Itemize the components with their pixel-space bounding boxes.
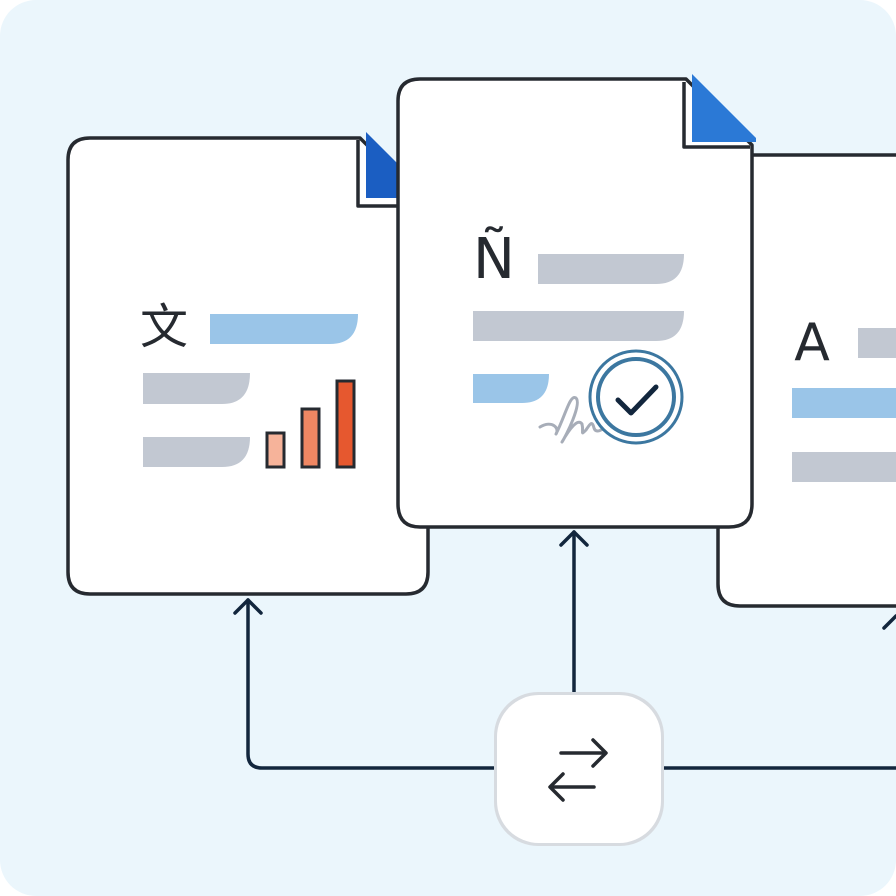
document-center-fold: [692, 74, 756, 142]
document-center-line-2: [473, 311, 684, 341]
document-right-line-3: [792, 452, 896, 482]
document-center: Ñ: [396, 74, 756, 529]
document-center-line-3: [473, 374, 549, 403]
connectors: [233, 530, 896, 770]
document-left-line-1: [210, 314, 358, 344]
arrowhead-center-document: [559, 530, 589, 547]
document-right: A: [716, 153, 896, 608]
document-right-line-1: [858, 328, 896, 358]
chart-bar-2: [300, 407, 321, 469]
swap-arrows-icon: [548, 738, 608, 802]
document-left: 文: [66, 132, 430, 596]
bar-chart-icon: [265, 379, 356, 469]
swap-hub-body: [497, 695, 661, 843]
check-badge-icon: [588, 349, 684, 445]
document-left-line-3: [143, 437, 250, 467]
translate-icon: 文: [140, 299, 188, 355]
document-left-page: [66, 136, 430, 596]
chart-bar-3: [335, 379, 356, 469]
document-center-line-1: [538, 254, 684, 284]
document-right-page: [716, 153, 896, 608]
chart-bar-1: [265, 431, 286, 469]
swap-hub-button[interactable]: [494, 692, 664, 846]
document-center-fold-outline: [682, 82, 750, 149]
document-right-glyph: A: [794, 313, 830, 373]
spanish-letter-icon: Ñ: [473, 227, 515, 292]
connector-right-up: [882, 614, 896, 630]
document-right-line-2: [792, 388, 896, 418]
arrowhead-left-document: [233, 598, 263, 615]
document-left-line-2: [143, 373, 250, 404]
connector-to-left-document: [246, 598, 502, 770]
